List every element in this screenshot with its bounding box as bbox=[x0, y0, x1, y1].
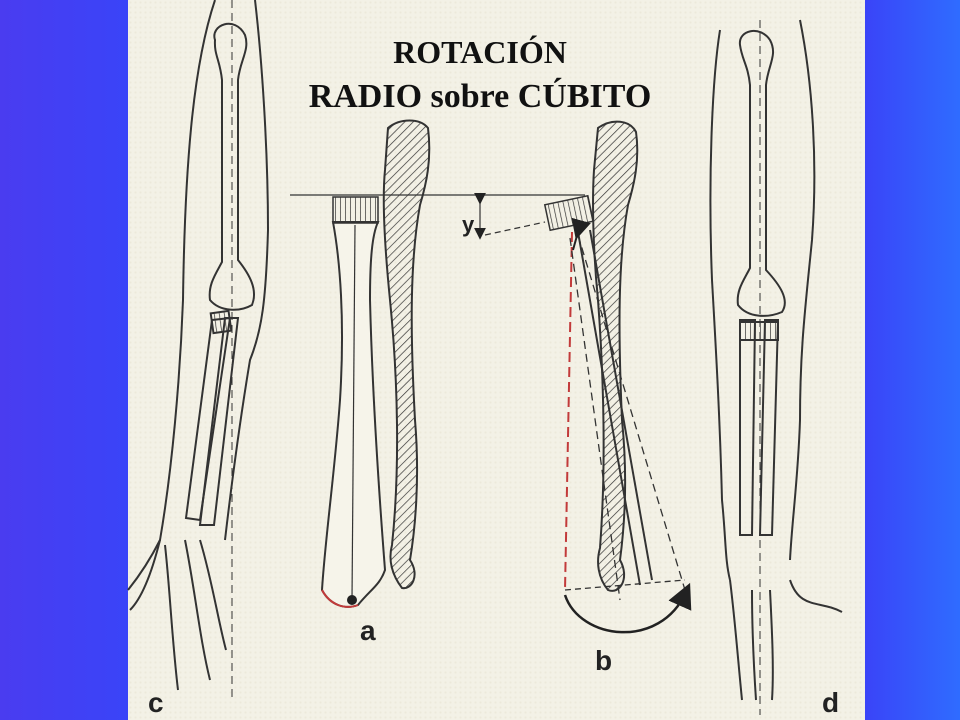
radius-axis-a bbox=[351, 224, 356, 601]
title-line-1: ROTACIÓN bbox=[393, 34, 567, 70]
ulna-b bbox=[592, 120, 639, 592]
humerus-c bbox=[208, 22, 256, 311]
title-line-2: RADIO sobre CÚBITO bbox=[308, 78, 652, 115]
label-b: b bbox=[595, 645, 612, 676]
rotation-axis-b2 bbox=[569, 237, 621, 601]
arm-c-outline-left bbox=[127, 0, 216, 591]
radius-head-b bbox=[543, 194, 595, 232]
pivot-point-a bbox=[347, 595, 357, 605]
illustration-panel bbox=[128, 0, 865, 720]
rotation-axis-b bbox=[577, 234, 686, 591]
joint-c bbox=[209, 309, 233, 335]
label-y: y bbox=[462, 212, 475, 237]
radius-b bbox=[577, 229, 653, 586]
reference-line-tilted bbox=[484, 221, 546, 236]
radius-b-original-position bbox=[564, 231, 573, 591]
ulna-d bbox=[758, 319, 780, 536]
radius-c bbox=[184, 316, 232, 522]
humerus-d bbox=[736, 30, 786, 317]
wrist-line-b bbox=[564, 579, 686, 591]
label-a: a bbox=[360, 615, 376, 646]
ulna-a bbox=[382, 119, 431, 590]
arm-figure-c bbox=[127, 0, 270, 700]
arm-c-outline-right bbox=[224, 0, 270, 541]
joint-d bbox=[739, 321, 779, 341]
bones-figure-b: y b bbox=[462, 120, 692, 676]
arm-d-outline-right bbox=[789, 19, 816, 561]
radius-a-red-edge bbox=[321, 589, 359, 608]
radius-head-arrow bbox=[571, 217, 591, 251]
radius-d bbox=[739, 319, 757, 536]
hand-c bbox=[129, 539, 227, 691]
bones-figure-a: a bbox=[290, 119, 585, 646]
radius-head-a bbox=[332, 196, 379, 224]
ulna-c bbox=[198, 317, 240, 526]
arm-figure-d bbox=[709, 19, 843, 715]
hand-d bbox=[729, 579, 843, 701]
label-c: c bbox=[148, 687, 164, 718]
rotation-arc bbox=[563, 582, 692, 634]
label-d: d bbox=[822, 687, 839, 718]
arm-d-outline-left bbox=[709, 29, 731, 581]
